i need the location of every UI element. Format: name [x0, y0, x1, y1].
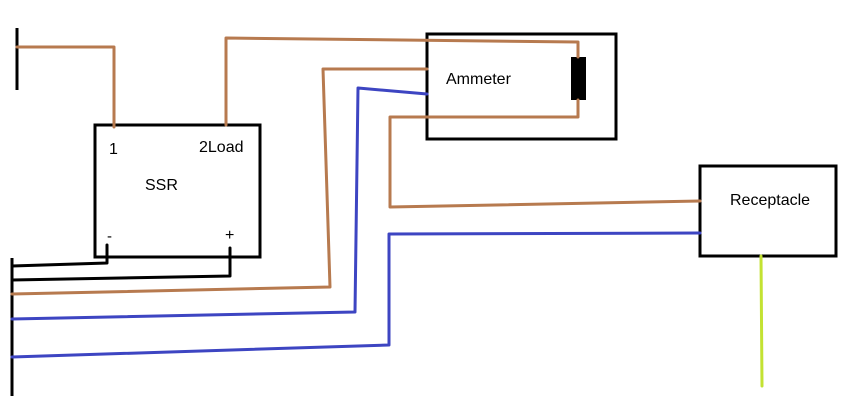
wire-blue-bus-to-ammeter — [10, 86, 429, 321]
wire-brown-bus-to-ammeter — [10, 67, 429, 296]
ssr-pin-1-label: 1 — [109, 141, 118, 158]
wire-blue-bus-to-receptacle — [10, 231, 702, 359]
ammeter-title: Ammeter — [446, 71, 512, 88]
wire-brown-ammeter-out-to-receptacle — [388, 98, 702, 209]
ammeter-box — [425, 32, 618, 141]
ssr-plus-label: + — [225, 227, 234, 244]
wire-brown-line-to-ssr-1 — [15, 45, 116, 129]
ssr-title: SSR — [145, 177, 178, 194]
wire-black-ssr-minus — [10, 243, 109, 268]
receptacle-box — [698, 164, 838, 258]
wire-black-ssr-plus — [10, 246, 232, 282]
ssr-pin-2load-label: 2Load — [199, 139, 244, 156]
ssr-box — [93, 123, 262, 259]
ammeter-resistor-icon — [571, 57, 586, 100]
ssr-minus-label: - — [107, 228, 112, 245]
wire-ground-receptacle — [759, 254, 764, 388]
receptacle-title: Receptacle — [730, 192, 810, 209]
wire-brown-ssr-2load-to-ammeter — [224, 36, 580, 127]
